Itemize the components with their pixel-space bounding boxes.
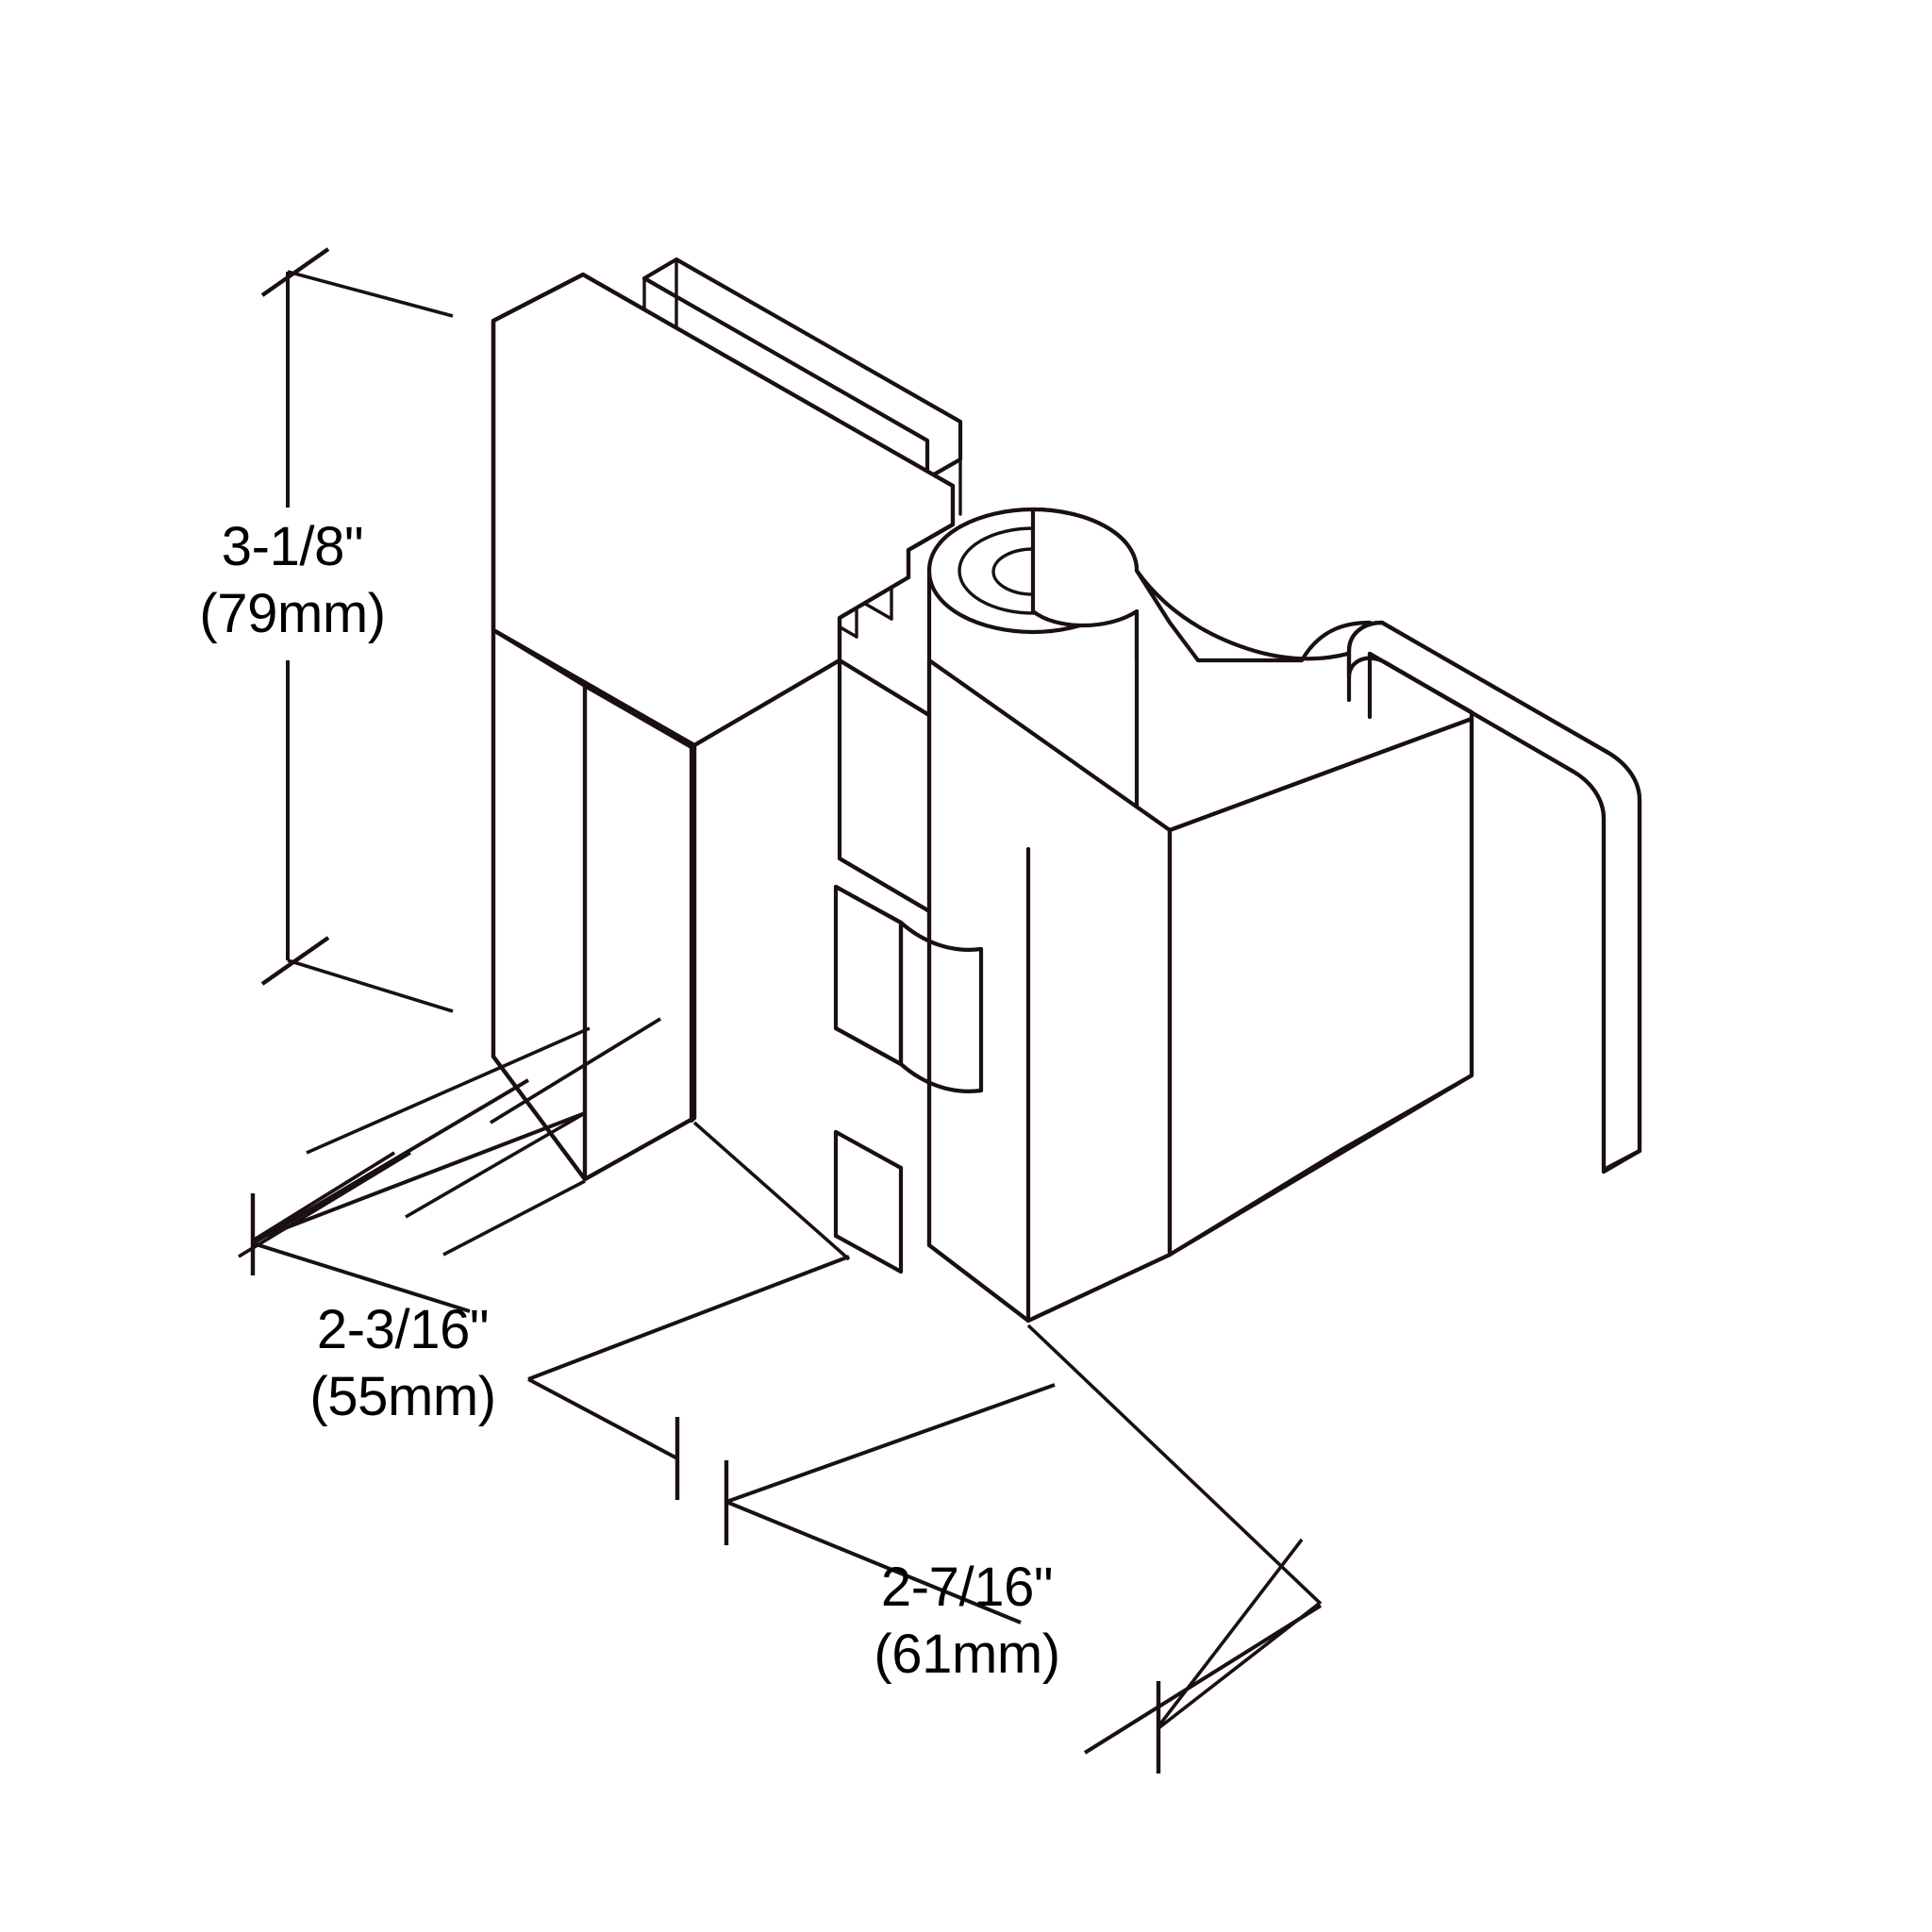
dimension-label-height: 3-1/8" (79mm)	[179, 514, 406, 648]
dimension-depth-left-metric: (55mm)	[309, 1365, 496, 1427]
dimension-depth-right	[724, 1383, 1323, 1774]
dimension-height-metric: (79mm)	[199, 582, 386, 644]
dimension-depth-left-imperial: 2-3/16"	[316, 1299, 490, 1360]
dimension-depth-right-imperial: 2-7/16"	[880, 1557, 1054, 1618]
dimension-depth-left	[238, 1017, 850, 1500]
hinge-knuckle-lower-tail	[833, 1129, 904, 1274]
knuckle-interlock-cutout	[833, 884, 984, 1093]
dimension-height	[260, 247, 454, 1013]
right-glass-blade	[1346, 620, 1642, 1174]
left-plate-step-notch	[691, 483, 956, 748]
hinge-assembly	[491, 257, 1642, 1324]
dimension-height-imperial: 3-1/8"	[221, 516, 364, 577]
dimension-leader-lines	[442, 1121, 1323, 1606]
dimension-label-depth-right: 2-7/16" (61mm)	[844, 1555, 1090, 1689]
dimension-label-depth-left: 2-3/16" (55mm)	[280, 1297, 525, 1431]
dimension-depth-right-metric: (61mm)	[874, 1623, 1060, 1685]
right-hinge-leaf	[926, 507, 1474, 1324]
